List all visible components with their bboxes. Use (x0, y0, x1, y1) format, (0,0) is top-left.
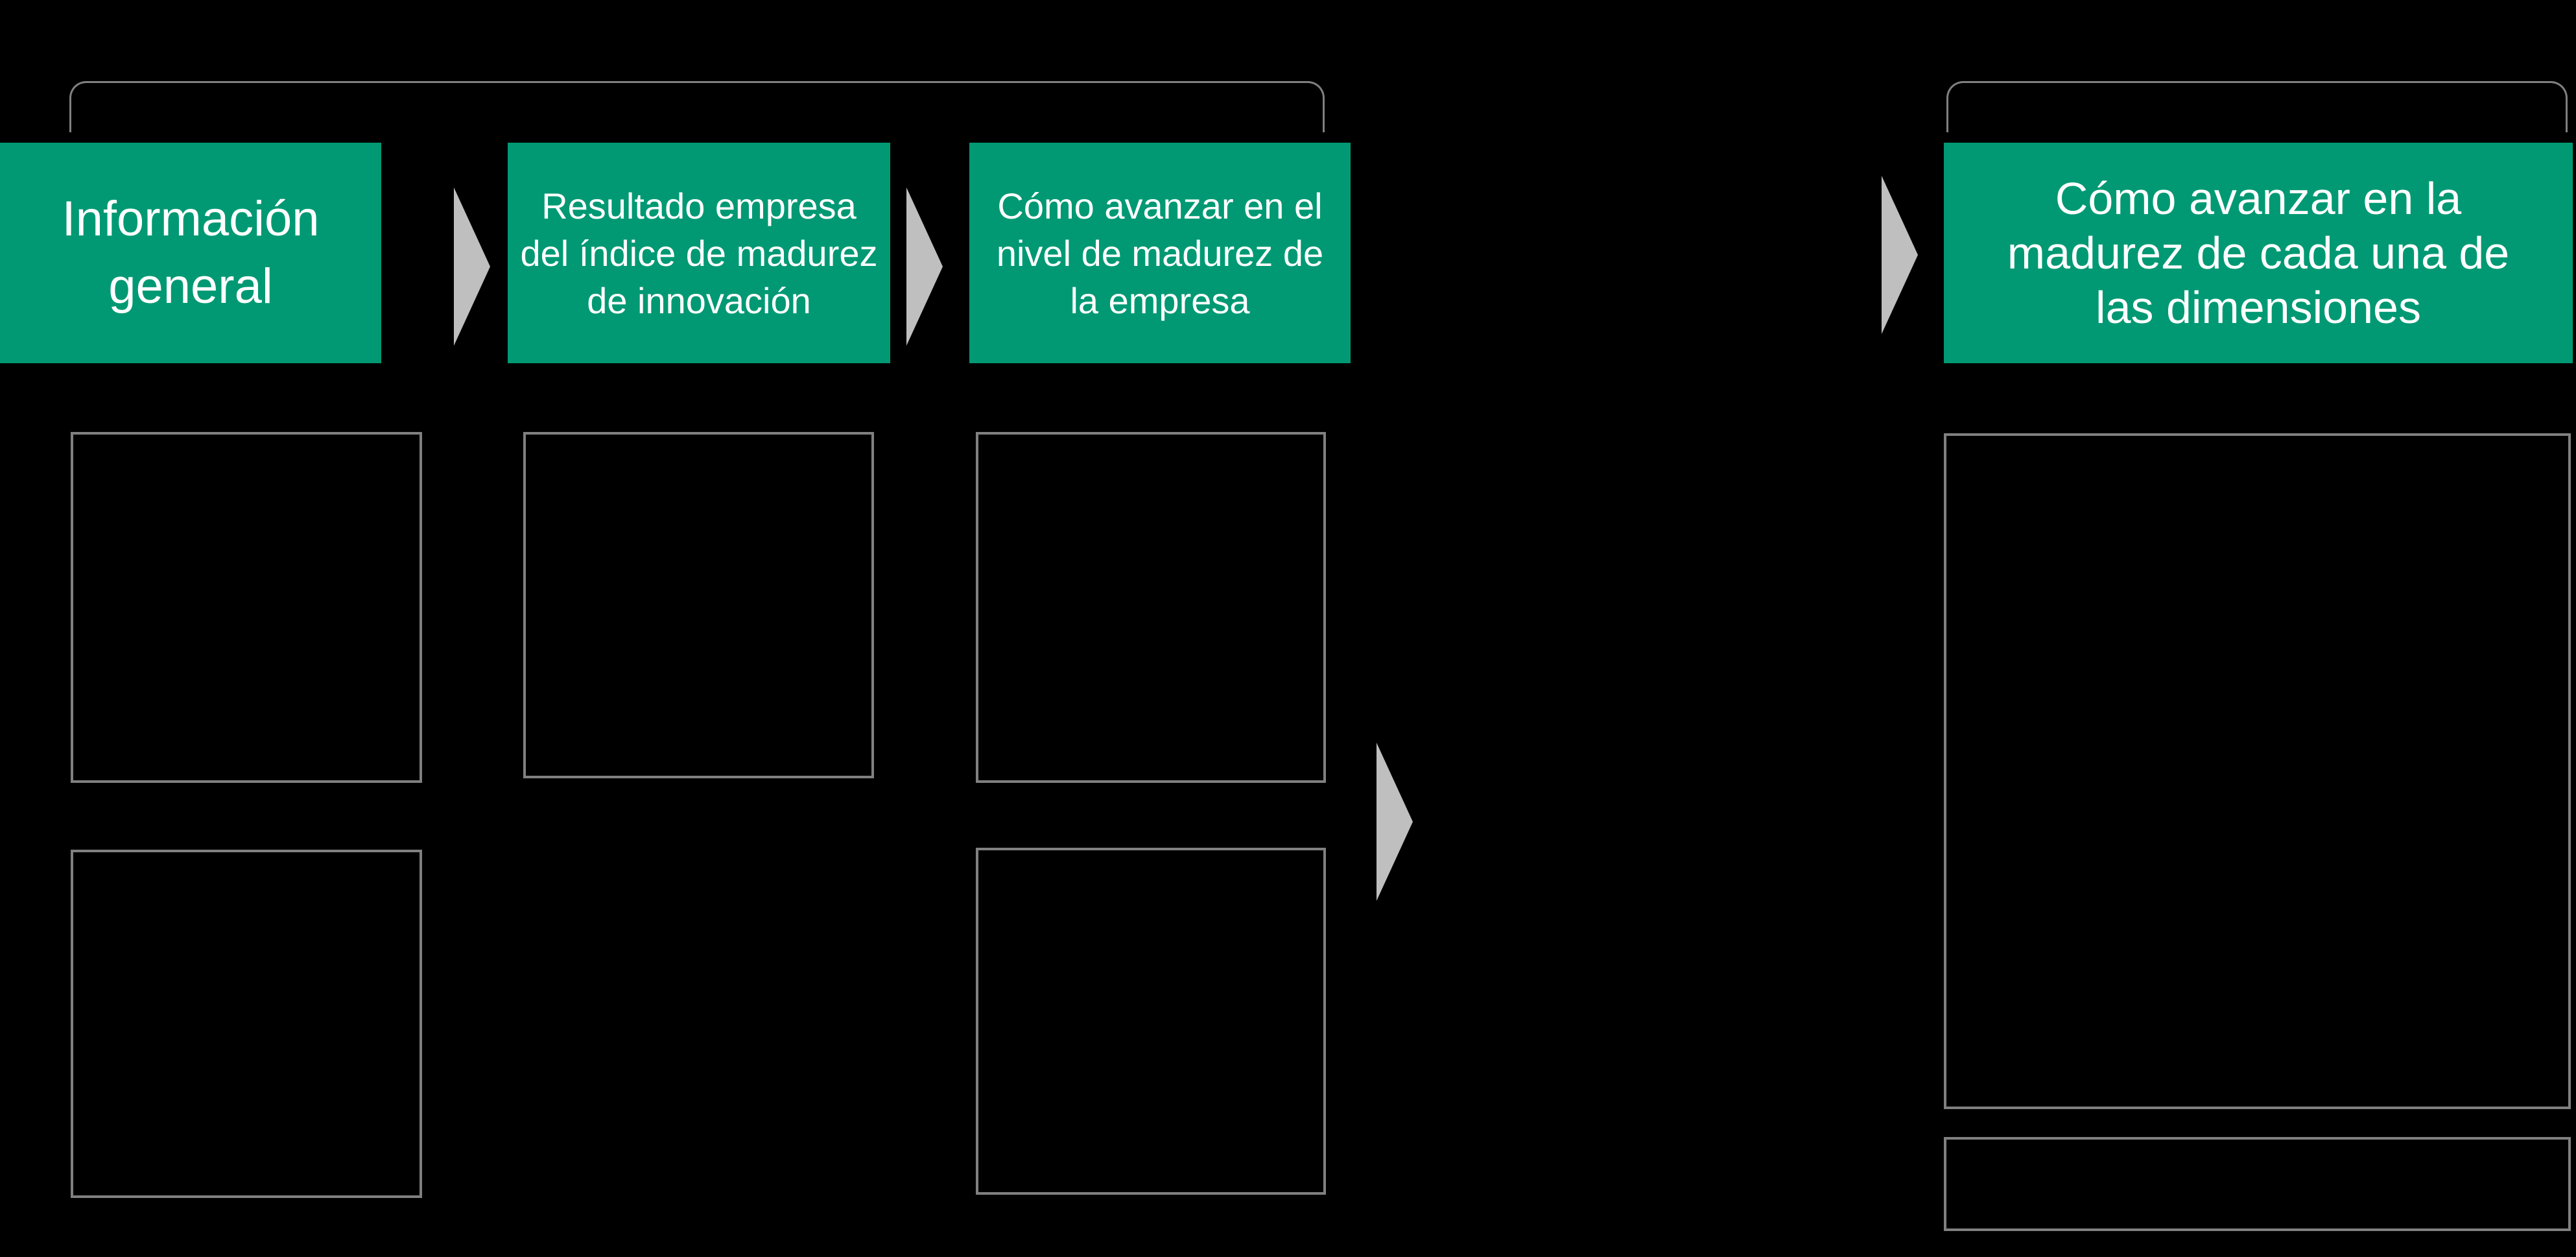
placeholder-box-col3-bottom (976, 848, 1326, 1195)
placeholder-box-col3-top (976, 432, 1326, 783)
arrow-right-icon (454, 187, 490, 346)
placeholder-box-col1-bottom (71, 850, 422, 1198)
placeholder-box-col2 (523, 432, 874, 778)
placeholder-box-col4-wide (1944, 1137, 2571, 1231)
arrow-right-icon (1882, 176, 1918, 334)
arrow-right-icon (1377, 743, 1413, 901)
group-bracket-left (69, 81, 1325, 132)
placeholder-box-col4-tall (1944, 433, 2571, 1109)
arrow-right-icon (906, 187, 943, 346)
placeholder-box-col1-top (71, 432, 422, 783)
group-bracket-right (1946, 81, 2568, 132)
